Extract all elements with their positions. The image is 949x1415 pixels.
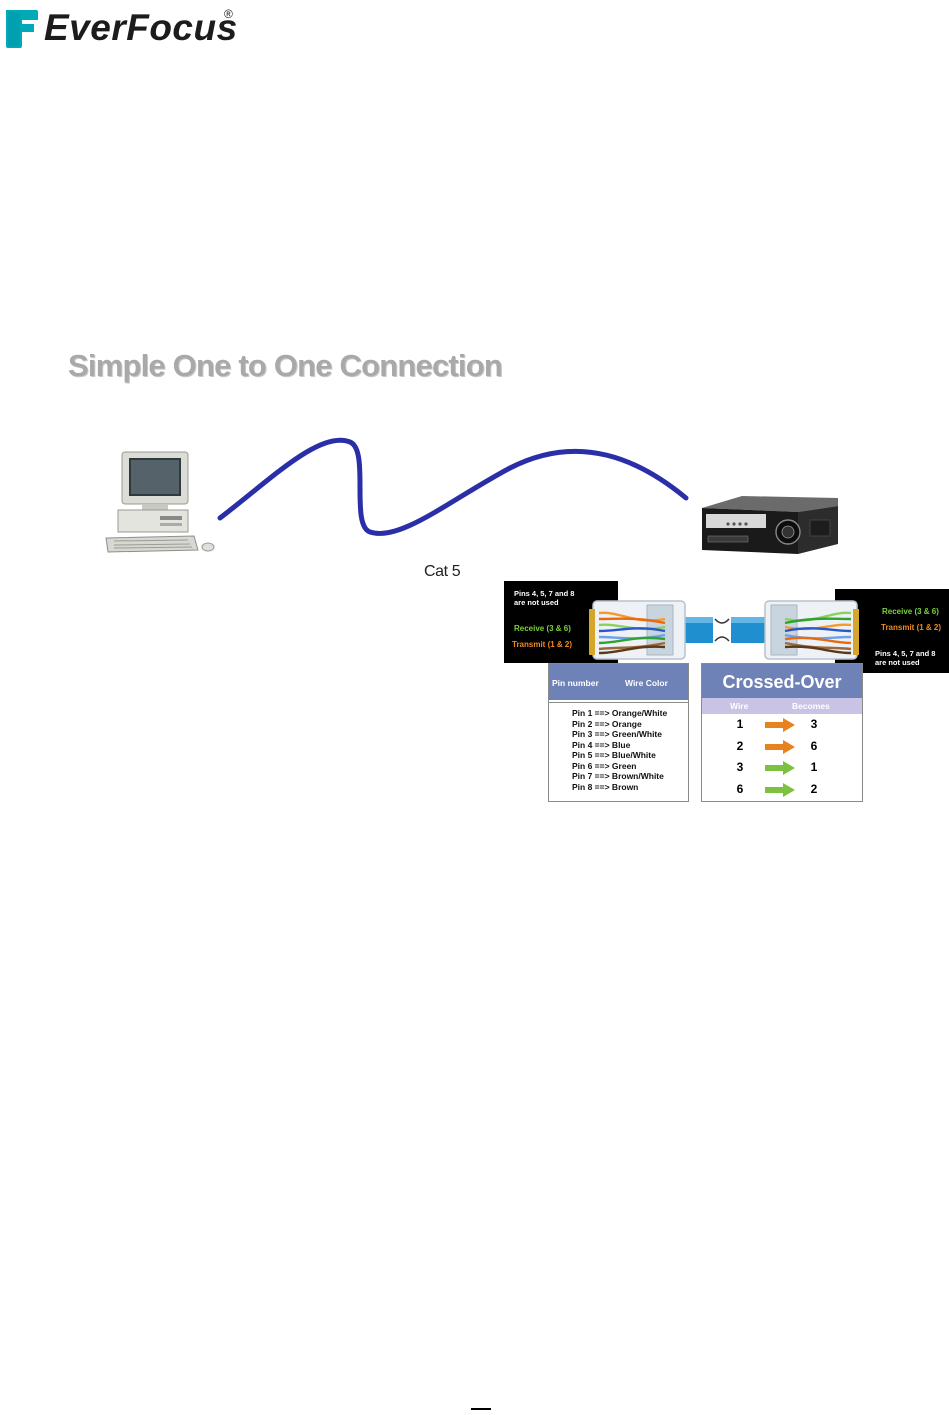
becomes-value: 2: [810, 782, 818, 796]
left-transmit-label: Transmit (1 & 2): [512, 640, 573, 649]
wire-value: 1: [736, 717, 744, 731]
wire-value: 6: [736, 782, 744, 796]
pin-row: Pin 5 ==> Blue/White: [572, 750, 656, 760]
crossed-over-title: Crossed-Over: [702, 664, 862, 698]
wire-value: 2: [736, 739, 744, 753]
arrow-right-icon: [765, 718, 795, 732]
registered-mark: ®: [224, 7, 233, 21]
pin-row: Pin 3 ==> Green/White: [572, 729, 662, 739]
wire-column-header: Wire: [730, 701, 749, 711]
left-receive-label: Receive (3 & 6): [514, 624, 571, 633]
wire-color-header: Wire Color: [625, 678, 668, 688]
arrow-right-icon: [765, 783, 795, 797]
right-unused-pins-note: Pins 4, 5, 7 and 8 are not used: [875, 649, 936, 667]
pin-row: Pin 7 ==> Brown/White: [572, 771, 664, 781]
diagram-title: Simple One to One Connection: [68, 348, 503, 383]
wire-value: 3: [736, 760, 744, 774]
pin-row: Pin 8 ==> Brown: [572, 781, 639, 792]
desktop-computer-icon: [105, 451, 215, 553]
everfocus-logo-icon: [6, 10, 38, 48]
cat5-cable-line: [217, 437, 689, 536]
pin-row: Pin 2 ==> Orange: [572, 718, 642, 729]
everfocus-logo: EverFocus ®: [0, 2, 240, 50]
crossed-over-table: Crossed-Over Wire Becomes 1 3 2 6 3 1 6 …: [701, 663, 863, 802]
pin-wire-color-table: Pin number Wire Color Pin 1 ==> Orange/W…: [548, 663, 689, 802]
right-receive-label: Receive (3 & 6): [882, 607, 939, 616]
right-transmit-label: Transmit (1 & 2): [881, 623, 942, 632]
becomes-value: 3: [810, 717, 818, 731]
rj45-crossover-cable-image: [589, 600, 859, 660]
crossed-over-subheader: Wire Becomes: [702, 698, 862, 714]
arrow-right-icon: [765, 761, 795, 775]
pin-row: Pin 4 ==> Blue: [572, 739, 631, 750]
dvr-recorder-icon: [702, 496, 838, 554]
pin-row: Pin 6 ==> Green: [572, 760, 637, 771]
logo-wordmark: EverFocus: [44, 7, 238, 48]
becomes-column-header: Becomes: [792, 701, 830, 711]
becomes-value: 6: [810, 739, 818, 753]
becomes-value: 1: [810, 760, 818, 774]
page-number-mark: [471, 1408, 491, 1410]
pin-row: Pin 1 ==> Orange/White: [572, 708, 668, 718]
pin-table-header: Pin number Wire Color: [549, 664, 688, 700]
arrow-right-icon: [765, 740, 795, 754]
cable-label: Cat 5: [424, 563, 461, 580]
pin-list: Pin 1 ==> Orange/White Pin 2 ==> Orange …: [549, 702, 688, 802]
pin-number-header: Pin number: [552, 678, 599, 688]
left-unused-pins-note: Pins 4, 5, 7 and 8 are not used: [514, 589, 575, 607]
